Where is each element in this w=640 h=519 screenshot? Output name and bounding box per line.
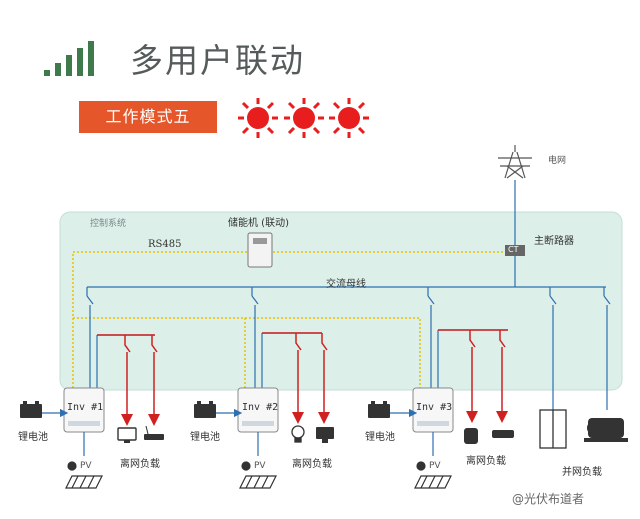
control-system-panel (59, 211, 623, 391)
sun-icon (329, 98, 369, 138)
storage-label: 储能机 (联动) (228, 218, 289, 229)
pv-panel-icon (414, 461, 452, 489)
pv-label-2: PV (254, 461, 266, 471)
storage-unit-icon (247, 232, 273, 268)
battery-icon (20, 401, 42, 418)
grid-tower-icon (498, 145, 532, 179)
battery-label-2: 锂电池 (190, 432, 220, 443)
battery-label-3: 锂电池 (365, 432, 395, 443)
rs485-line (72, 251, 505, 388)
router-icon (144, 425, 164, 440)
sun-icons (238, 98, 369, 138)
elevator-icon (539, 409, 567, 449)
mode-badge: 工作模式五 (79, 101, 217, 133)
sun-icon (284, 98, 324, 138)
grid-load-label: 并网负载 (562, 467, 602, 478)
pv-panel-icon (239, 461, 277, 489)
page-title: 多用户联动 (130, 41, 305, 80)
offgrid-load-label-1: 离网负载 (120, 459, 160, 470)
control-system-label: 控制系统 (90, 219, 127, 229)
offgrid-load-label-3: 离网负载 (466, 456, 506, 467)
pv-panel-icon (65, 461, 103, 489)
sun-icon (238, 98, 278, 138)
inverter-2-id: Inv #2 (242, 402, 279, 413)
watermark: @光伏布道者 (512, 492, 585, 506)
rs485-label: RS485 (148, 239, 182, 250)
grid-label: 电网 (548, 156, 567, 166)
ct-sensor (505, 245, 525, 256)
bulb-icon (291, 425, 305, 443)
ct-label: CT (508, 245, 519, 254)
battery-icon (368, 401, 390, 418)
kettle-icon (464, 428, 478, 444)
inverter-3-id: Inv #3 (416, 402, 453, 413)
pv-label-3: PV (429, 461, 441, 471)
monitor-icon (117, 427, 137, 443)
pv-label-1: PV (80, 461, 92, 471)
water-pump-icon (584, 418, 628, 442)
offgrid-load-label-2: 离网负载 (292, 459, 332, 470)
battery-icon (194, 401, 216, 418)
battery-label-1: 锂电池 (18, 432, 48, 443)
air-conditioner-icon (492, 430, 514, 438)
signal-bars-icon (44, 41, 94, 76)
main-breaker-label: 主断路器 (534, 236, 574, 247)
inverter-1-id: Inv #1 (67, 402, 104, 413)
desktop-icon (316, 427, 334, 443)
ac-bus-label: 交流母线 (326, 279, 366, 290)
